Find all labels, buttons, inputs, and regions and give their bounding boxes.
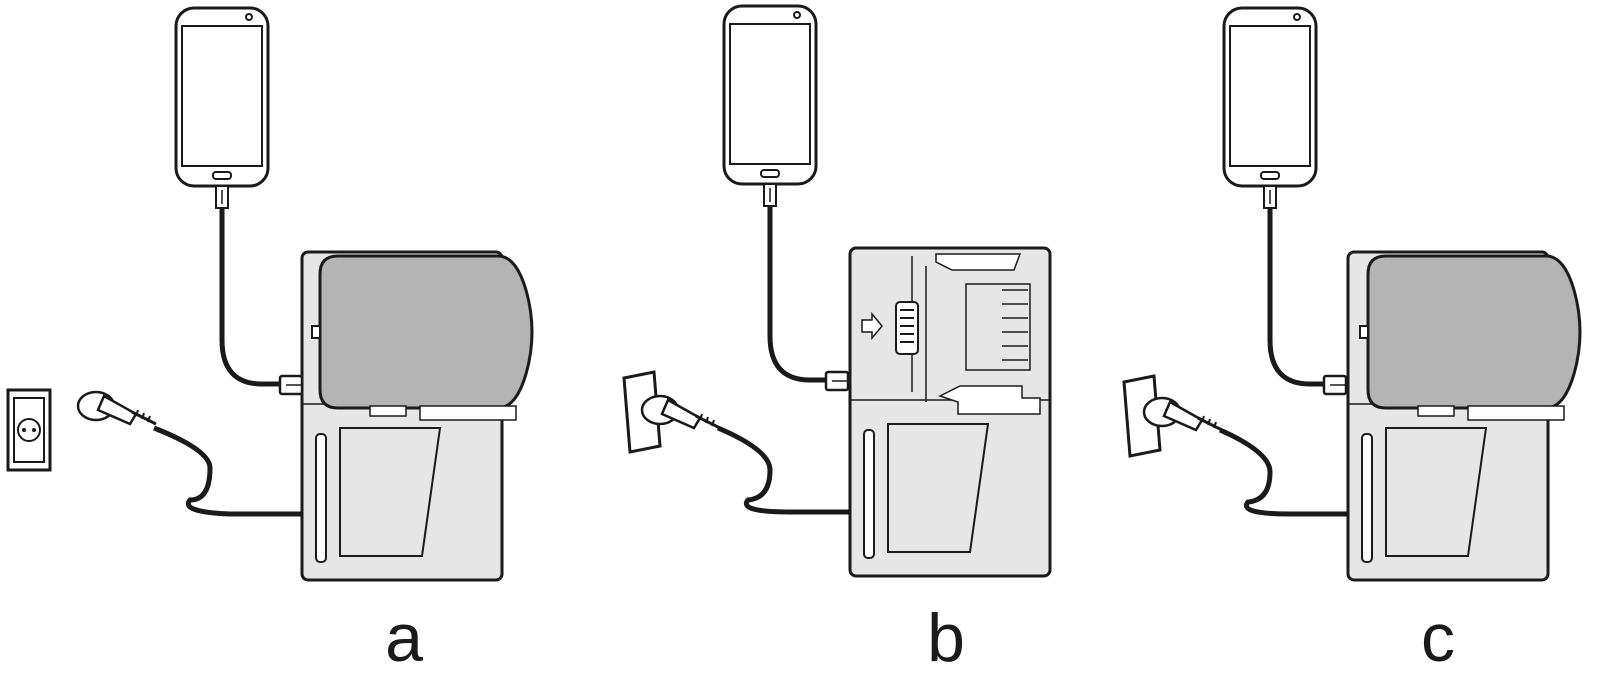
panel-a: [6, 6, 534, 582]
usb-plug: [763, 183, 777, 207]
usb-plug: [215, 185, 229, 209]
battery-bay: [861, 253, 1041, 415]
battery: [1358, 254, 1582, 422]
battery: [310, 254, 534, 422]
power-cable: [717, 425, 850, 515]
usb-port: [278, 374, 304, 396]
mains-plug: [76, 390, 158, 426]
usb-cable: [219, 208, 282, 387]
mains-plug: [1142, 396, 1224, 432]
usb-port: [1322, 374, 1348, 396]
panel-label-a: a: [385, 600, 423, 676]
usb-cable: [1267, 208, 1326, 387]
power-cable: [1218, 427, 1348, 517]
smartphone: [174, 6, 270, 188]
panel-label-c: c: [1421, 600, 1455, 676]
smartphone: [1222, 6, 1318, 188]
power-cable: [153, 425, 302, 517]
mains-plug: [640, 394, 722, 430]
panel-label-b: b: [927, 600, 965, 676]
panel-c: [1122, 6, 1582, 582]
usb-cable: [767, 206, 828, 383]
usb-port: [824, 370, 850, 392]
panel-b: [622, 4, 1052, 578]
wall-socket: [6, 388, 52, 472]
smartphone: [722, 4, 818, 186]
usb-plug: [1263, 185, 1277, 209]
